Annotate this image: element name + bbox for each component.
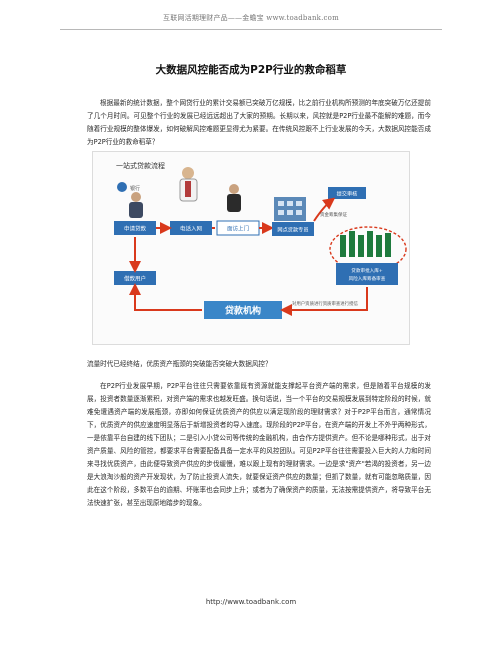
submit-label: 提交审核 <box>337 190 358 198</box>
paragraph-intro: 根据最新的统计数据，整个网贷行业的累计交易额已突破万亿规模，比之前行业机构所预测… <box>87 99 431 146</box>
apply-label: 申请贷款 <box>124 225 147 233</box>
phone-box <box>170 221 212 235</box>
paragraph-body: 在P2P行业发展早期，P2P平台往往只需要依靠既有资源就能支撑起平台资产端的需求… <box>87 382 431 507</box>
bank-logo-text: 银行 <box>130 185 140 192</box>
center-bar <box>204 301 282 319</box>
phone-label: 电话入网 <box>180 225 203 233</box>
visit-person-icon <box>227 184 241 212</box>
net-review-box <box>272 222 314 236</box>
approve-box <box>336 263 398 285</box>
page-footer-url: http://www.toadbank.com <box>205 598 297 606</box>
paragraph-question: 流量时代已经终结，优质资产瓶颈的突破能否突破大数据风控？ <box>87 360 272 368</box>
bank-logo-icon <box>117 182 127 192</box>
submit-box <box>328 187 366 199</box>
fund-note: 资金筹集保证 <box>320 211 347 218</box>
center-label: 贷款机构 <box>225 305 261 317</box>
page-header: 互联网活期理财产品——金蟾宝 www.toadbank.com <box>163 14 339 22</box>
diagram-heading: 一站式贷款流程 <box>116 161 165 170</box>
phone-agent-person-icon <box>179 167 198 202</box>
bottom-note: 对用户资质进行资质审查进行授信 <box>292 300 358 307</box>
arrow-approve-center <box>280 287 368 316</box>
approve-label-2: 风险入库筹备审查 <box>349 275 386 282</box>
net-review-label: 网点贷款专员 <box>277 226 308 234</box>
applicant-person-icon <box>129 192 143 218</box>
arrow-net-submit <box>313 197 336 222</box>
branch-building-icon <box>274 197 306 221</box>
article-title: 大数据风控能否成为P2P行业的救命稻草 <box>155 64 347 76</box>
arrow-center-borrower <box>129 283 202 311</box>
diagram-svg: 一站式贷款流程 银行 申请贷款 电话入网 <box>92 151 410 345</box>
approve-label: 贷款审批入库+ <box>351 267 383 274</box>
apply-box <box>114 221 156 235</box>
visit-label: 面访上门 <box>227 225 249 233</box>
header-divider <box>60 29 442 30</box>
staff-group-icon <box>340 231 391 257</box>
borrower-box <box>114 271 156 285</box>
loan-process-diagram: 一站式贷款流程 银行 申请贷款 电话入网 <box>92 151 410 345</box>
borrower-label: 借款用户 <box>124 275 146 283</box>
